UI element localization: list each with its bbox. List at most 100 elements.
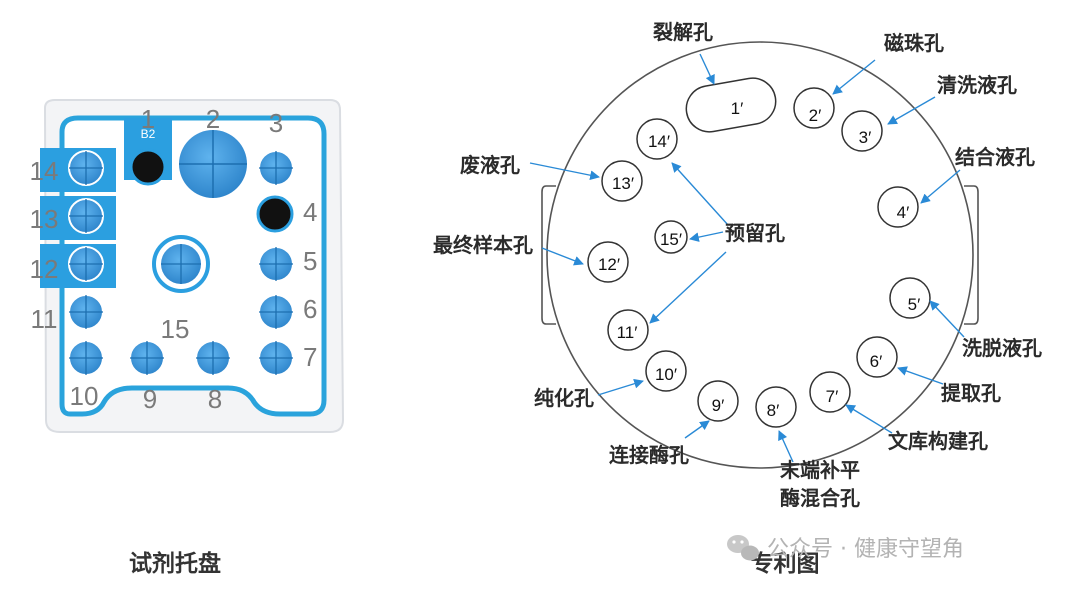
reagent-tray: B2 1 2 3 4 5 6 7 8 9 10 11 12 1 — [30, 99, 345, 577]
label-reserved: 预留孔 — [725, 221, 785, 245]
disc-hole-num-2: 2′ — [809, 106, 822, 125]
disc-hole-12 — [587, 241, 629, 283]
disc-hole-9 — [697, 380, 739, 422]
watermark-text: 公众号 · 健康守望角 — [767, 537, 964, 562]
disc-hole-3 — [841, 110, 883, 152]
disc-hole-11 — [607, 309, 649, 351]
tray-well-6 — [258, 294, 294, 330]
label-elution: 洗脱液孔 — [962, 336, 1042, 360]
tray-well-15 — [152, 235, 210, 293]
disc-hole-num-10: 10′ — [655, 365, 677, 384]
tray-well-13 — [68, 198, 104, 234]
tray-dark-well-1 — [129, 148, 167, 186]
tray-num-7: 7 — [303, 342, 317, 372]
tray-caption: 试剂托盘 — [129, 550, 221, 577]
b2-label: B2 — [141, 127, 156, 141]
disc-hole-14 — [636, 118, 678, 160]
arrow-library — [845, 404, 893, 434]
disc-hole-num-5: 5′ — [908, 295, 921, 314]
tray-num-8: 8 — [208, 384, 222, 414]
disc-hole-4 — [877, 186, 919, 228]
arrow-wash — [887, 96, 936, 125]
disc-hole-2 — [793, 87, 835, 129]
arrow-reserved-15 — [689, 231, 724, 242]
label-lysis: 裂解孔 — [653, 20, 713, 44]
disc-hole-15 — [654, 220, 688, 254]
arrow-ligase — [684, 420, 710, 439]
tray-num-4: 4 — [303, 197, 317, 227]
label-purify: 纯化孔 — [534, 386, 594, 410]
disc-hole-num-7: 7′ — [826, 387, 839, 406]
disc-caption: 专利图 — [751, 550, 820, 577]
disc-hole-13 — [601, 160, 643, 202]
tray-well-5 — [258, 246, 294, 282]
arrow-binding — [920, 169, 961, 204]
disc-hole-num-11: 11′ — [617, 323, 638, 342]
arrow-final-sample — [541, 247, 584, 266]
tray-well-12 — [68, 246, 104, 282]
label-waste: 废液孔 — [460, 153, 520, 177]
disc-hole-num-9: 9′ — [712, 396, 725, 415]
disc-hole-num-15: 15′ — [660, 230, 682, 249]
disc-hole-num-4: 4′ — [897, 203, 910, 222]
tray-well-8 — [195, 340, 231, 376]
tray-well-9 — [129, 340, 165, 376]
tray-num-13: 13 — [30, 204, 59, 234]
disc-hole-num-14: 14′ — [648, 132, 670, 151]
disc-hole-num-12: 12′ — [598, 255, 620, 274]
tray-num-3: 3 — [269, 108, 283, 138]
tray-num-11: 11 — [31, 304, 58, 334]
arrow-elution — [929, 300, 965, 338]
tray-num-12: 12 — [30, 254, 59, 284]
tray-num-15: 15 — [161, 314, 190, 344]
label-end-repair-2: 酶混合孔 — [780, 486, 860, 510]
disc-hole-10 — [645, 350, 687, 392]
tray-well-11 — [68, 294, 104, 330]
label-library: 文库构建孔 — [888, 429, 988, 453]
tray-num-10: 10 — [70, 381, 99, 411]
disc-hole-num-1: 1′ — [731, 99, 744, 118]
patent-disc: 1′ 2′ 3′ 4′ 5′ 6′ 7′ 8′ 9′ 10′ 11′ 12′ 1… — [433, 20, 1042, 577]
tray-dark-well-4 — [256, 195, 294, 233]
disc-hole-num-8: 8′ — [767, 401, 780, 420]
disc-hole-1 — [685, 77, 777, 133]
tray-well-7 — [258, 340, 294, 376]
tray-well-3 — [258, 150, 294, 186]
tray-wells — [68, 150, 294, 376]
watermark: 公众号 · 健康守望角 — [727, 535, 964, 562]
disc-hole-num-3: 3′ — [859, 128, 872, 147]
disc-hole-7 — [809, 371, 851, 413]
tray-num-9: 9 — [143, 384, 157, 414]
label-end-repair-1: 末端补平 — [780, 458, 860, 482]
arrow-lysis — [699, 53, 715, 85]
tray-num-14: 14 — [30, 156, 59, 186]
label-wash: 清洗液孔 — [937, 73, 1017, 97]
disc-hole-num-13: 13′ — [612, 174, 634, 193]
label-binding: 结合液孔 — [955, 145, 1035, 169]
arrow-reserved-11 — [649, 251, 727, 324]
arrow-end-repair — [778, 430, 794, 463]
arrow-extraction — [897, 366, 944, 385]
disc-hole-8 — [755, 386, 797, 428]
arrow-waste — [529, 162, 600, 181]
label-final-sample: 最终样本孔 — [433, 233, 533, 257]
disc-hole-6 — [856, 336, 898, 378]
arrow-reserved-14 — [671, 162, 729, 226]
disc-holes — [587, 87, 931, 428]
tray-num-1: 1 — [141, 104, 155, 134]
label-ligase: 连接酶孔 — [609, 443, 689, 467]
wechat-icon — [727, 535, 759, 561]
tray-num-2: 2 — [206, 104, 220, 134]
tray-well-10 — [68, 340, 104, 376]
disc-hole-num-6: 6′ — [870, 352, 883, 371]
tray-well-14 — [68, 150, 104, 186]
arrow-beads — [832, 59, 876, 95]
label-extraction: 提取孔 — [941, 381, 1001, 405]
arrow-purify — [597, 378, 644, 396]
tray-well-2 — [179, 130, 247, 198]
disc-hole-5 — [889, 277, 931, 319]
label-beads: 磁珠孔 — [884, 31, 944, 55]
disc-arrows — [529, 53, 965, 463]
